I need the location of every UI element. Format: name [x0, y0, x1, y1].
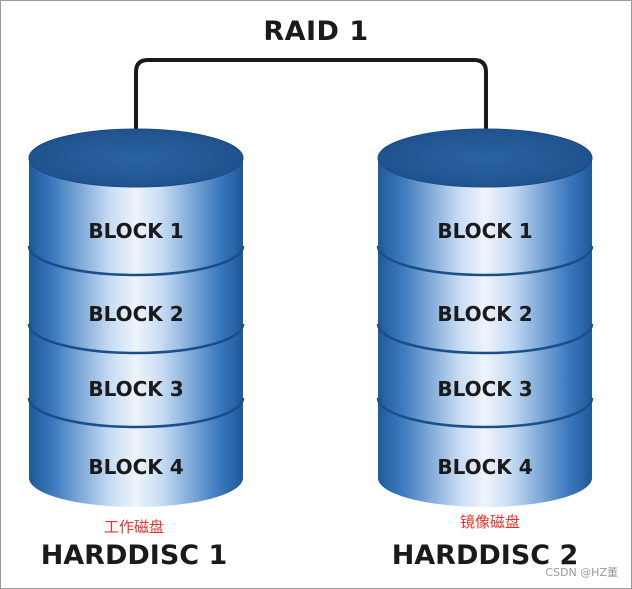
harddisc-1-role-label: 工作磁盘: [103, 518, 164, 536]
harddisc-1-block-2-label: BLOCK 2: [88, 302, 184, 326]
harddisc-2-block-2-label: BLOCK 2: [437, 302, 533, 326]
harddisc-2-divider-1: [376, 245, 594, 277]
harddisc-2-name: HARDDISC 2: [391, 540, 579, 571]
harddisc-2-block-4-label: BLOCK 4: [437, 455, 533, 479]
harddisc-1-name: HARDDISC 1: [40, 540, 228, 571]
harddisc-1-cylinder: [27, 128, 245, 507]
harddisc-1-top: [28, 128, 244, 188]
raid-connector-line: [134, 58, 488, 152]
harddisc-2-body: [378, 158, 592, 507]
harddisc-1-block-1-label: BLOCK 1: [88, 219, 184, 243]
watermark: CSDN @HZ董: [545, 566, 618, 579]
harddisc-2-cylinder: [376, 128, 594, 507]
harddisc-2-role-label: 镜像磁盘: [459, 513, 520, 531]
harddisc-2-divider-3: [376, 397, 594, 429]
harddisc-1-block-3-label: BLOCK 3: [88, 377, 184, 401]
harddisc-1-divider-3: [27, 397, 245, 429]
harddisc-2-divider-2: [376, 323, 594, 355]
harddisc-1-divider-1: [27, 245, 245, 277]
harddisc-1-body: [29, 158, 243, 507]
harddisc-1-block-4-label: BLOCK 4: [88, 455, 184, 479]
harddisc-2-block-3-label: BLOCK 3: [437, 377, 533, 401]
diagram-title: RAID 1: [263, 16, 369, 47]
harddisc-2-block-1-label: BLOCK 1: [437, 219, 533, 243]
harddisc-1-divider-2: [27, 323, 245, 355]
harddisc-2-top: [377, 128, 593, 188]
